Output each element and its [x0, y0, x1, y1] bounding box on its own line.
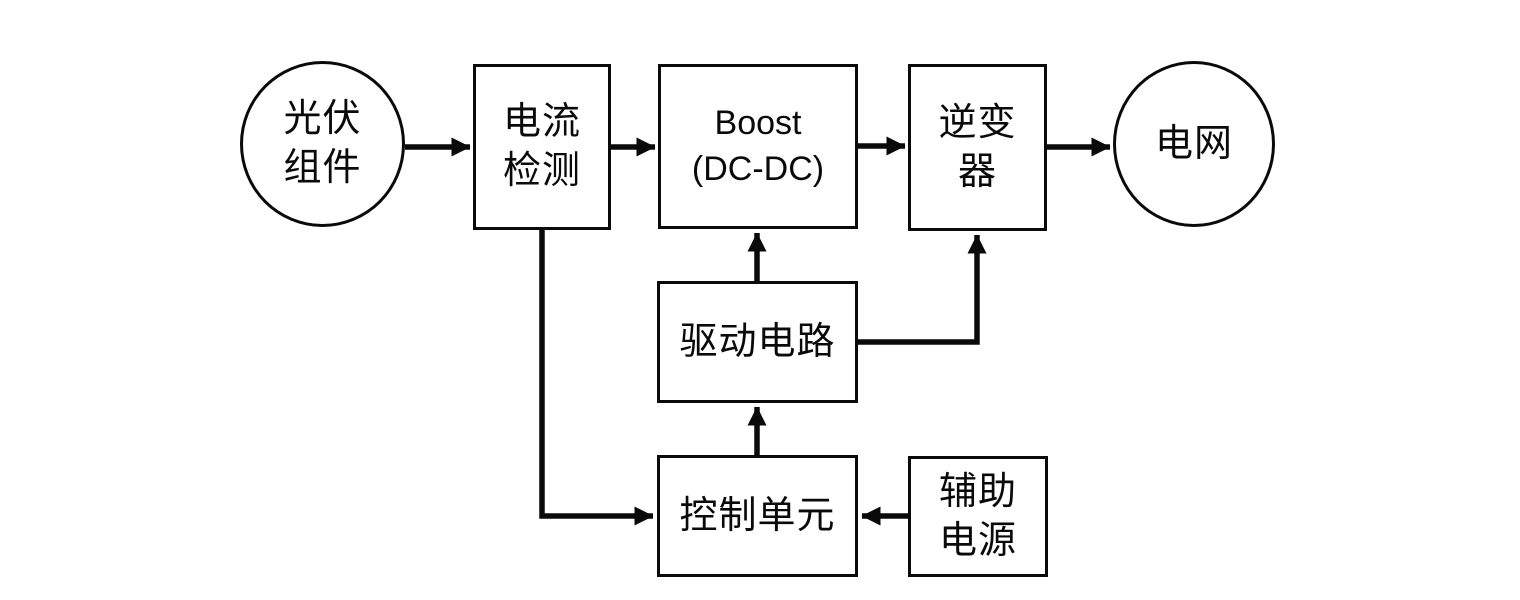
node-pv-module: 光伏 组件: [240, 61, 405, 227]
node-inverter: 逆变 器: [908, 64, 1047, 231]
arrow-drive-circuit-to-inverter: [858, 234, 987, 345]
node-aux-power: 辅助 电源: [908, 456, 1048, 577]
drive-circuit-label: 驱动电路: [679, 320, 836, 363]
node-boost-dcdc: Boost (DC-DC): [658, 64, 858, 229]
node-grid: 电网: [1113, 61, 1275, 227]
node-current-detection: 电流 检测: [473, 64, 611, 230]
node-control-unit: 控制单元: [657, 455, 858, 577]
current-detection-label: 电流 检测: [502, 101, 581, 192]
arrow-current-detection-to-control-unit: [539, 228, 654, 526]
aux-power-label: 辅助 电源: [938, 470, 1017, 562]
control-unit-label: 控制单元: [679, 494, 836, 537]
grid-label: 电网: [1154, 122, 1233, 165]
boost-dcdc-label: Boost (DC-DC): [691, 103, 825, 188]
pv-module-label: 光伏 组件: [283, 98, 362, 189]
node-drive-circuit: 驱动电路: [657, 281, 858, 403]
inverter-label: 逆变 器: [938, 101, 1017, 193]
